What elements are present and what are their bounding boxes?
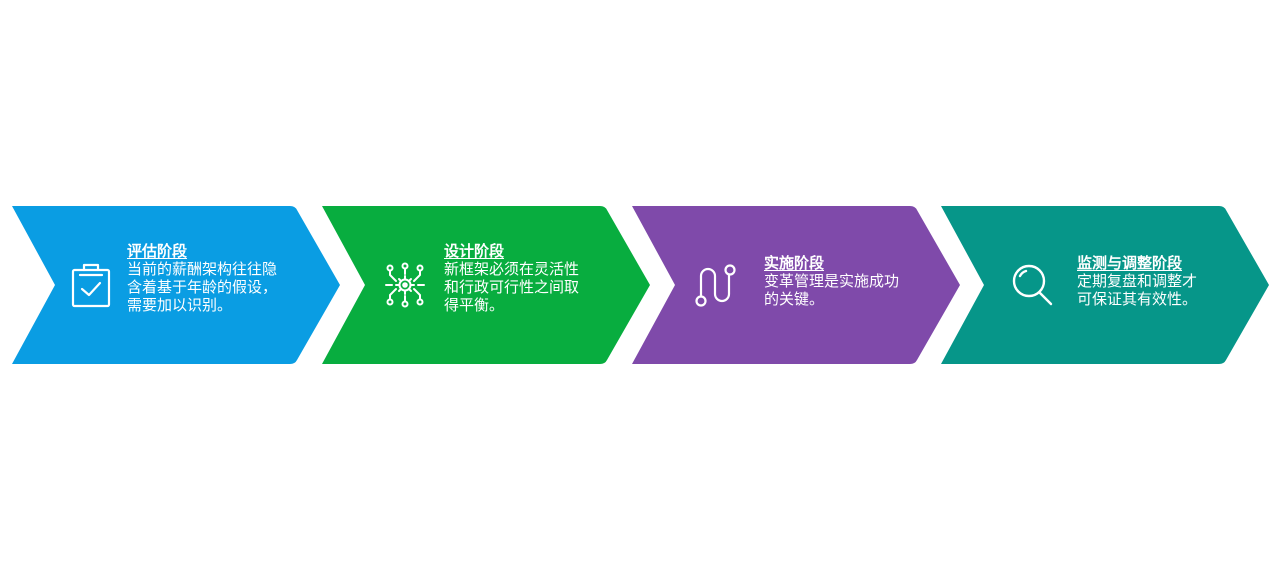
step-text: 实施阶段 变革管理是实施成功 的关键。 <box>764 254 934 308</box>
step-design: 设计阶段 新框架必须在灵活性 和行政可行性之间取 得平衡。 <box>322 206 650 364</box>
step-title: 实施阶段 <box>764 254 825 272</box>
step-description: 定期复盘和调整才 可保证其有效性。 <box>1077 272 1198 308</box>
step-implementation: 实施阶段 变革管理是实施成功 的关键。 <box>632 206 960 364</box>
step-assessment: 评估阶段 当前的薪酬架构往往隐 含着基于年龄的假设， 需要加以识别。 <box>12 206 340 364</box>
gear-circuit-icon <box>384 262 426 308</box>
path-icon <box>694 262 736 308</box>
step-title: 设计阶段 <box>444 242 505 260</box>
step-text: 评估阶段 当前的薪酬架构往往隐 含着基于年龄的假设， 需要加以识别。 <box>127 242 312 314</box>
step-title: 监测与调整阶段 <box>1077 254 1183 272</box>
step-description: 变革管理是实施成功 的关键。 <box>764 272 900 308</box>
clipboard-check-icon <box>70 262 112 308</box>
step-title: 评估阶段 <box>127 242 188 260</box>
step-description: 新框架必须在灵活性 和行政可行性之间取 得平衡。 <box>444 260 580 314</box>
chevron-shape <box>322 206 650 364</box>
chevron-shape <box>632 206 960 364</box>
step-text: 监测与调整阶段 定期复盘和调整才 可保证其有效性。 <box>1077 254 1237 308</box>
step-description: 当前的薪酬架构往往隐 含着基于年龄的假设， 需要加以识别。 <box>127 260 278 314</box>
step-text: 设计阶段 新框架必须在灵活性 和行政可行性之间取 得平衡。 <box>444 242 622 314</box>
magnifier-icon <box>1011 262 1053 308</box>
step-monitoring: 监测与调整阶段 定期复盘和调整才 可保证其有效性。 <box>941 206 1269 364</box>
chevron-shape <box>12 206 340 364</box>
chevron-shape <box>941 206 1269 364</box>
